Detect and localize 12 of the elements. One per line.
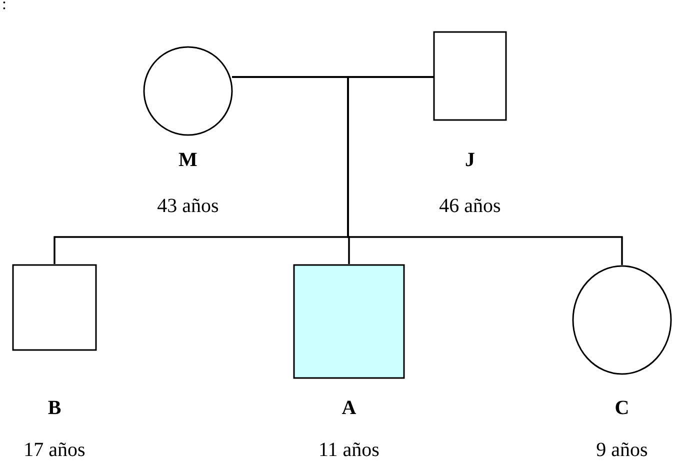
person-initial: M — [178, 150, 198, 170]
age-text: 46 años — [439, 196, 501, 216]
person-initial: J — [465, 150, 475, 170]
note-text: : — [2, 0, 6, 14]
age-text: 43 años — [157, 196, 219, 216]
person-initial: A — [342, 398, 356, 418]
age-text: 17 años — [24, 440, 86, 460]
person-initial: C — [614, 398, 630, 418]
person-initial: B — [48, 398, 62, 418]
age-text: 11 años — [318, 440, 380, 460]
descent-line — [347, 76, 623, 265]
age-text: 9 años — [596, 440, 648, 460]
